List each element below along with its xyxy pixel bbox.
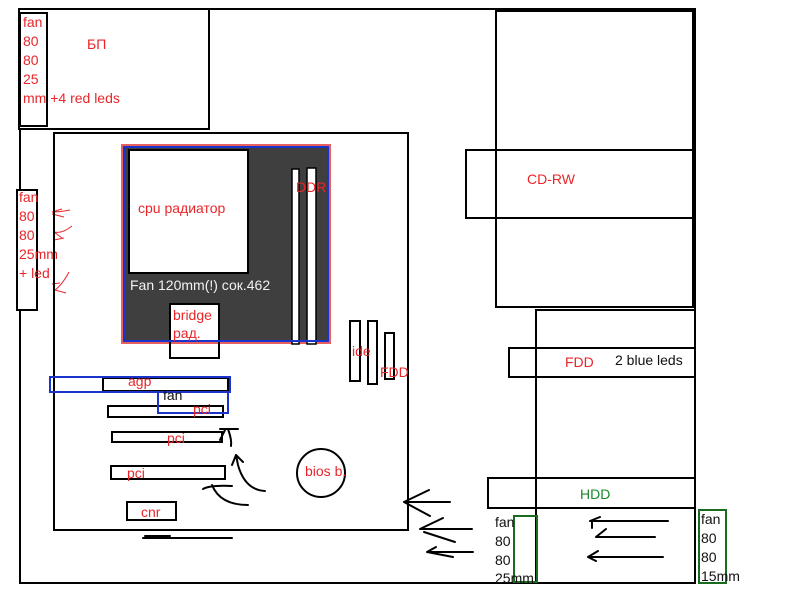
psu-fan-text: 25 xyxy=(23,71,39,87)
ide-connector xyxy=(349,320,361,382)
rear-fan-text: 80 xyxy=(701,530,717,546)
psu-fan xyxy=(19,12,48,127)
airflow-arrow-icon xyxy=(419,517,473,543)
bridge-label: bridge xyxy=(173,307,212,323)
ddr-slot xyxy=(291,168,300,345)
airflow-arrow-icon xyxy=(589,516,669,529)
pci-label: pci xyxy=(127,465,145,481)
motherboard xyxy=(53,132,409,531)
side-fan-text: 80 xyxy=(19,227,35,243)
airflow-arrow-icon xyxy=(403,489,451,517)
bios-label: bios b. xyxy=(305,463,346,479)
optical-bay xyxy=(495,10,694,308)
psu: БП fan 80 80 25 mm +4 red leds xyxy=(18,8,210,130)
side-fan-text: 80 xyxy=(19,208,35,224)
front-fan-text: fan xyxy=(495,514,514,530)
ddr-label: DDR xyxy=(296,179,326,195)
front-fan-text: 80 xyxy=(495,533,511,549)
psu-fan-text: fan xyxy=(23,14,42,30)
agp-label: agp xyxy=(128,373,152,389)
card-fan xyxy=(157,391,229,414)
front-fan: fan 80 80 25mm xyxy=(495,514,538,586)
cnr-slot: cnr xyxy=(126,501,177,521)
cpu-radiator-label: cpu радиатор xyxy=(138,200,226,216)
cpu-radiator xyxy=(128,149,249,274)
pci-slot-3: pci xyxy=(110,465,226,481)
side-fan: fan 80 80 25mm + led xyxy=(16,189,73,311)
psu-fan-text: 80 xyxy=(23,33,39,49)
card-fan-label: fan xyxy=(163,387,182,403)
hdd-drive xyxy=(487,477,696,509)
side-fan-text: fan xyxy=(19,189,38,205)
psu-label: БП xyxy=(87,36,106,52)
rear-fan: fan 80 80 15mm xyxy=(698,509,740,584)
bios-battery xyxy=(296,448,346,498)
bottom-line xyxy=(142,535,233,539)
ide-connector xyxy=(367,320,378,385)
fdd-note: 2 blue leds xyxy=(615,352,683,368)
airflow-arrow-icon xyxy=(595,528,656,538)
ide-label: ide xyxy=(352,343,371,359)
fdd-connector-label: FDD xyxy=(380,364,409,380)
cpu-fan-label: Fan 120mm(!) сок.462 xyxy=(130,277,270,293)
airflow-arrow-icon xyxy=(53,225,73,241)
psu-fan-text: 80 xyxy=(23,52,39,68)
psu-fan-text: mm +4 red leds xyxy=(23,90,120,106)
cnr-label: cnr xyxy=(141,504,161,520)
pci-slot-1: fan pci xyxy=(107,387,229,418)
rear-fan-text: fan xyxy=(701,511,720,527)
side-fan-text: 25mm xyxy=(19,246,58,262)
airflow-arrow-icon xyxy=(219,428,239,447)
hdd-label: HDD xyxy=(580,486,610,502)
side-fan-text: + led xyxy=(19,265,50,281)
cpu-area: cpu радиатор Fan 120mm(!) сок.462 DDR xyxy=(121,144,331,345)
airflow-arrow-icon xyxy=(202,484,249,506)
cdrw-drive xyxy=(465,149,694,219)
fdd-connector xyxy=(384,332,395,380)
rear-fan-text: 15mm xyxy=(701,568,740,584)
airflow-arrow-icon xyxy=(587,550,664,562)
bridge-label: рад. xyxy=(173,325,201,341)
drive-cage xyxy=(535,309,696,584)
bridge-radiator: bridge рад. xyxy=(124,303,328,359)
ddr-slot xyxy=(306,167,317,345)
agp-slot: agp xyxy=(49,373,231,393)
pci-label: pci xyxy=(167,430,185,446)
cdrw-label: CD-RW xyxy=(527,171,576,187)
pci-slot-2: pci xyxy=(111,430,223,446)
front-fan-text: 80 xyxy=(495,552,511,568)
airflow-arrow-icon xyxy=(426,546,474,558)
airflow-arrow-icon xyxy=(231,454,266,492)
rear-fan-text: 80 xyxy=(701,549,717,565)
pci-label: pci xyxy=(193,401,211,417)
fdd-drive xyxy=(508,347,696,378)
front-fan-text: 25mm xyxy=(495,570,534,586)
fdd-label: FDD xyxy=(565,354,594,370)
